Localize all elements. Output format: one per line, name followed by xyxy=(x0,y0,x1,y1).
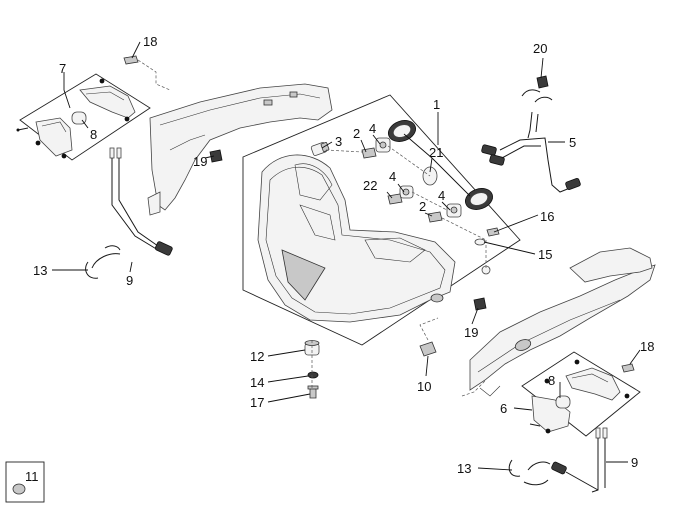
label-9-right: 9 xyxy=(631,455,638,470)
label-4-upper: 4 xyxy=(369,121,376,136)
nut-19-upper xyxy=(209,149,223,163)
label-10: 10 xyxy=(417,379,431,394)
label-7: 7 xyxy=(59,61,66,76)
cable-tie-13-left xyxy=(85,245,121,279)
screw-2-lower xyxy=(427,211,443,223)
label-19-lower: 19 xyxy=(464,325,478,340)
grommet-4-middle xyxy=(399,185,414,199)
screw-18-upper xyxy=(123,55,139,65)
label-13-right: 13 xyxy=(457,461,471,476)
label-5: 5 xyxy=(569,135,576,150)
part-labels: 18 7 8 19 1 3 2 4 21 22 4 2 4 5 20 16 15… xyxy=(25,34,654,484)
label-8-left: 8 xyxy=(90,127,97,142)
label-4-lower: 4 xyxy=(438,188,445,203)
label-9-left: 9 xyxy=(126,273,133,288)
label-17: 17 xyxy=(250,395,264,410)
right-signal-bulb-8 xyxy=(555,395,571,409)
screw-17 xyxy=(307,385,319,399)
rubber-cap-21-upper xyxy=(388,120,416,142)
rubber-cap-21-lower xyxy=(465,188,493,210)
label-12: 12 xyxy=(250,349,264,364)
screw-22 xyxy=(387,193,403,205)
grommet-4-upper xyxy=(375,137,391,153)
right-fairing-panel xyxy=(461,247,656,397)
label-8-right: 8 xyxy=(548,373,555,388)
cable-tie-upper-right xyxy=(521,89,553,103)
headlight-assembly xyxy=(257,154,456,323)
label-4-middle: 4 xyxy=(389,169,396,184)
label-13-left: 13 xyxy=(33,263,47,278)
label-14: 14 xyxy=(250,375,264,390)
grommet-4-lower xyxy=(446,203,462,218)
part-11-box xyxy=(5,461,45,503)
washer-15 xyxy=(474,238,486,246)
label-2-lower: 2 xyxy=(419,199,426,214)
screw-18-lower xyxy=(621,363,635,373)
label-15: 15 xyxy=(538,247,552,262)
washer-14 xyxy=(307,371,319,379)
clip-10 xyxy=(419,317,439,357)
right-signal-screw xyxy=(529,423,541,427)
label-11: 11 xyxy=(25,469,39,484)
left-fairing-bracket xyxy=(147,83,333,216)
label-18-lower: 18 xyxy=(640,339,654,354)
label-18-upper: 18 xyxy=(143,34,157,49)
label-19-upper: 19 xyxy=(193,154,207,169)
left-turn-signal-housing-rear xyxy=(79,78,136,122)
leader-lines xyxy=(52,41,641,471)
label-2-upper: 2 xyxy=(353,126,360,141)
left-wiring-harness xyxy=(109,147,173,256)
right-lower-wiring-harness xyxy=(551,427,608,493)
right-wiring-harness xyxy=(481,111,581,193)
label-1: 1 xyxy=(433,97,440,112)
label-3: 3 xyxy=(335,134,342,149)
screw-2-upper xyxy=(361,147,377,159)
label-6: 6 xyxy=(500,401,507,416)
label-20: 20 xyxy=(533,41,547,56)
left-signal-screw xyxy=(16,127,29,132)
left-turn-signal-lens xyxy=(35,117,73,159)
nut-19-lower xyxy=(473,297,487,311)
label-16: 16 xyxy=(540,209,554,224)
screw-16 xyxy=(486,227,500,237)
label-22: 22 xyxy=(363,178,377,193)
label-21: 21 xyxy=(429,145,443,160)
cable-clip-20 xyxy=(536,75,549,89)
cable-tie-13-right xyxy=(508,459,551,486)
right-turn-signal-housing xyxy=(565,359,630,401)
